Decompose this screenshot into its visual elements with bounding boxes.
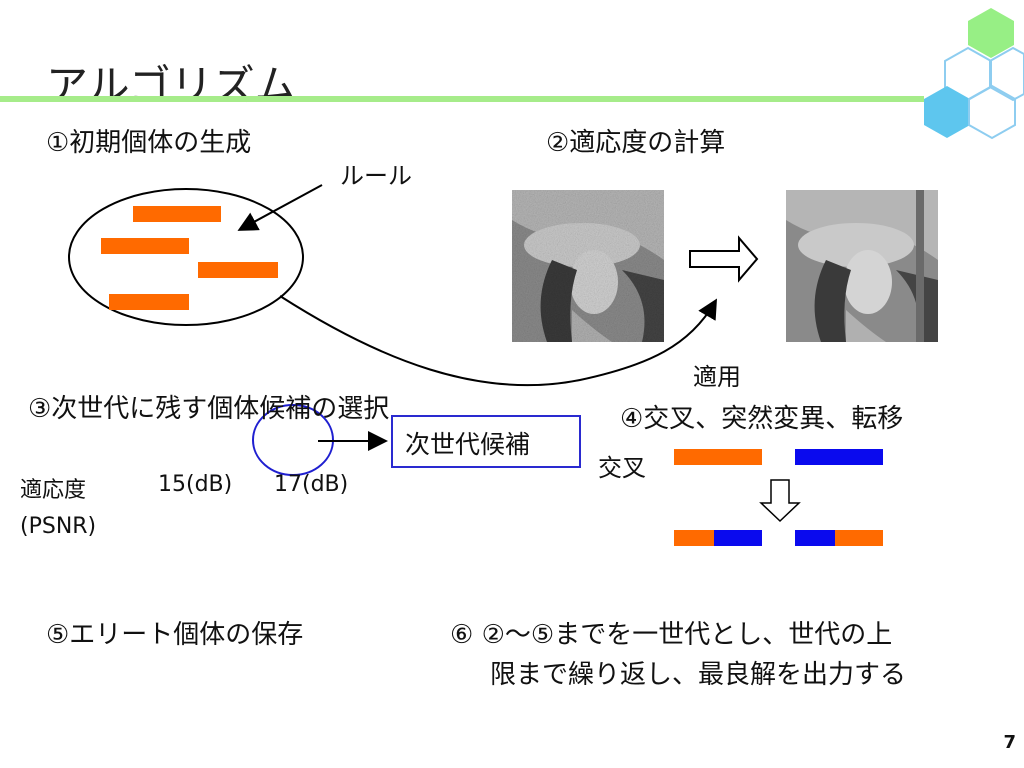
parent-bar-blue bbox=[795, 449, 883, 465]
rule-pointer-arrow bbox=[237, 184, 323, 231]
rule-bar-4 bbox=[109, 294, 189, 310]
child1-orange-part bbox=[674, 530, 714, 546]
child1-blue-part bbox=[714, 530, 762, 546]
crossover-down-arrow-icon bbox=[759, 479, 801, 523]
parent-bar-orange bbox=[674, 449, 762, 465]
restored-image bbox=[786, 190, 938, 342]
hexagon-green bbox=[968, 8, 1014, 58]
crossover-label: 交叉 bbox=[598, 454, 646, 482]
rule-label: ルール bbox=[340, 162, 412, 190]
hexagon-decoration bbox=[924, 8, 1024, 140]
fitness-label: 適応度 bbox=[20, 478, 87, 503]
hexagon-outline-3 bbox=[968, 84, 1016, 140]
next-gen-candidate-box: 次世代候補 bbox=[391, 415, 581, 468]
apply-label: 適用 bbox=[693, 363, 741, 391]
fitness-value-2: 17(dB) bbox=[274, 472, 349, 497]
step6-line2: 限まで繰り返し、最良解を出力する bbox=[490, 660, 907, 690]
child2-orange-part bbox=[835, 530, 883, 546]
rule-bar-3 bbox=[198, 262, 278, 278]
step1-label: ①初期個体の生成 bbox=[46, 128, 252, 158]
step6-line1: ⑥ ②～⑤までを一世代とし、世代の上 bbox=[450, 620, 893, 650]
rule-bar-2 bbox=[101, 238, 189, 254]
rule-bar-1 bbox=[133, 206, 221, 222]
transform-arrow-icon bbox=[689, 235, 759, 283]
page-number: 7 bbox=[1003, 732, 1016, 753]
hexagon-blue bbox=[924, 86, 970, 138]
hexagon-outline-2 bbox=[989, 46, 1024, 102]
step2-label: ②適応度の計算 bbox=[546, 128, 726, 158]
step3-label: ③次世代に残す個体候補の選択 bbox=[28, 394, 390, 424]
noisy-image bbox=[512, 190, 664, 342]
fitness-value-1: 15(dB) bbox=[158, 472, 233, 497]
population-ellipse bbox=[68, 188, 304, 326]
psnr-label: (PSNR) bbox=[20, 514, 97, 539]
step4-label: ④交叉、突然変異、転移 bbox=[620, 404, 904, 434]
child2-blue-part bbox=[795, 530, 835, 546]
title-underline bbox=[0, 96, 924, 102]
apply-curve-arrow bbox=[279, 295, 718, 387]
step5-label: ⑤エリート個体の保存 bbox=[46, 620, 304, 650]
